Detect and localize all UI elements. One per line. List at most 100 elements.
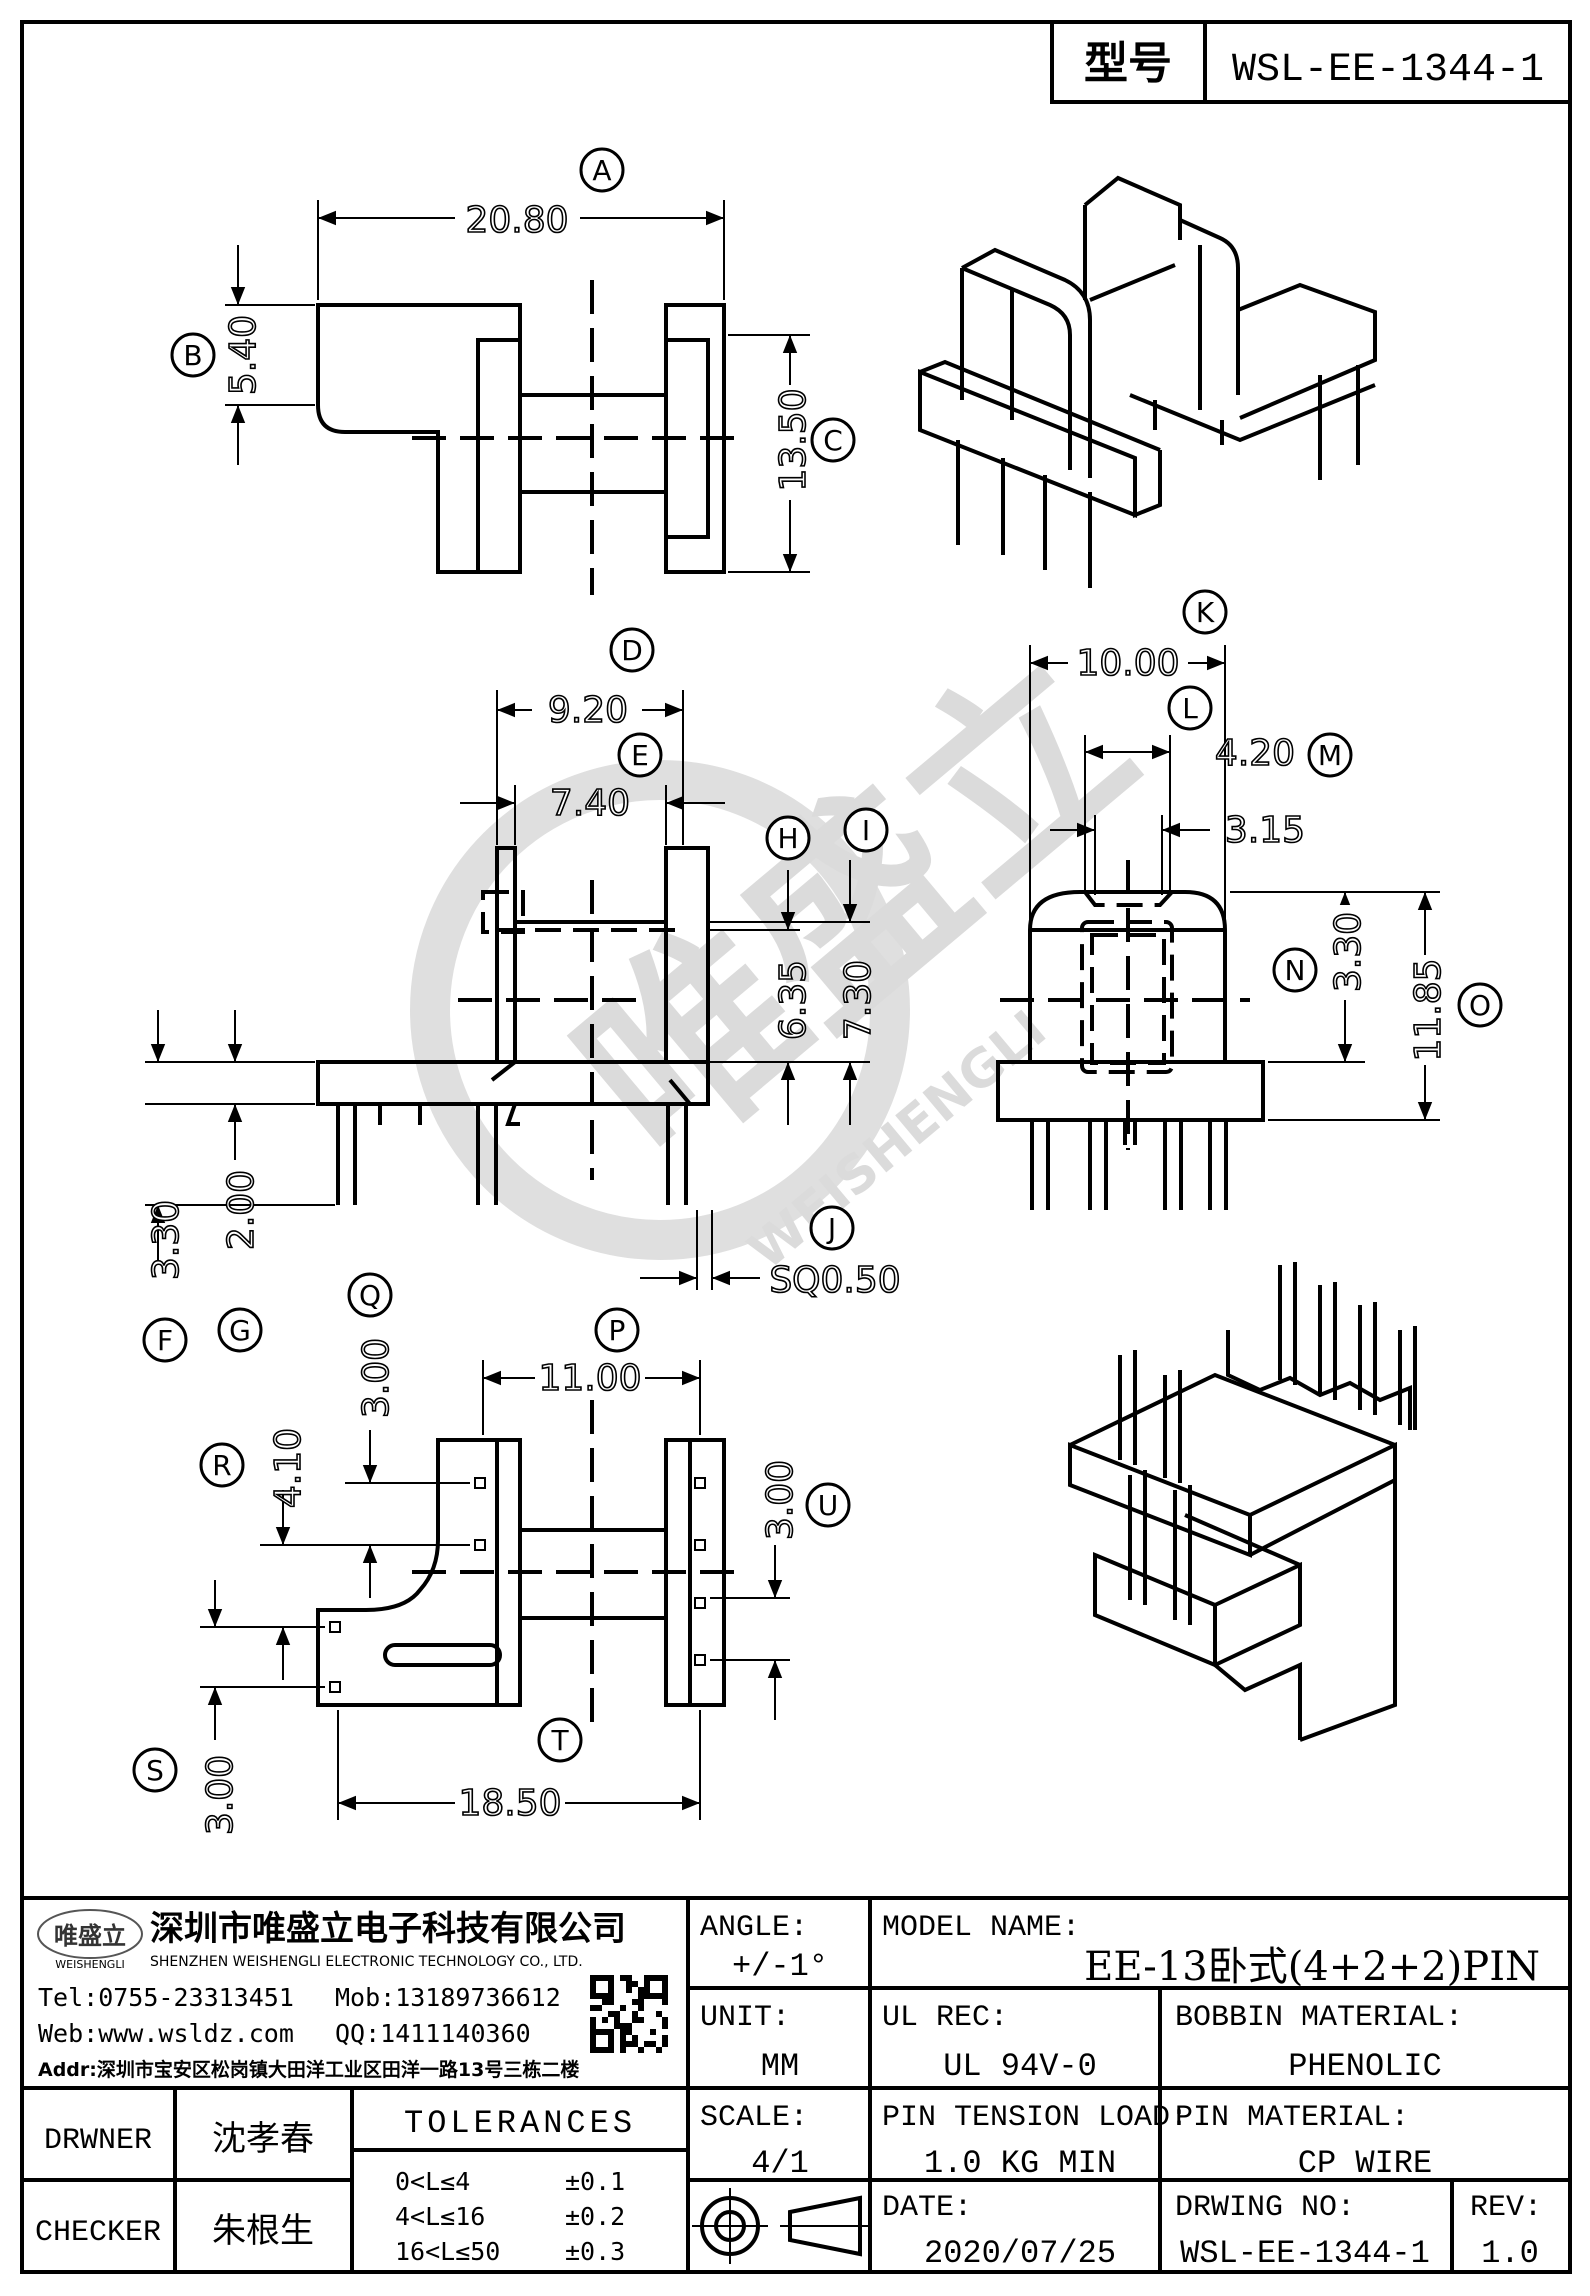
qr-code [587,1972,671,2056]
side-view: 10.00 4.20 3.15 3.30 11.85 [996,641,1450,1210]
qr-module [662,2017,668,2023]
qr-module [662,1999,668,2005]
qr-module [590,2023,596,2029]
callout-circle-f [142,1317,188,1363]
callout-label-d: D [621,634,643,667]
bobbin-material-label: BOBBIN MATERIAL: [1175,2001,1463,2035]
tol-row-3-tol: ±0.3 [565,2237,625,2266]
qr-module [626,2023,632,2029]
model-header: 型号 WSL-EE-1344-1 [1050,20,1572,104]
ul-rec-label: UL REC: [882,2001,1008,2035]
tol-row-1-tol: ±0.1 [565,2167,625,2196]
callout-label-m: M [1318,739,1342,772]
pin-tension-label: PIN TENSION LOAD: [882,2101,1188,2135]
callout-circle-h [765,815,811,861]
iso-view-bottom [1068,1262,1417,1742]
callout-label-l: L [1182,692,1198,725]
qr-module [620,2023,626,2029]
company-qq: QQ:1411140360 [335,2019,531,2048]
qr-module [620,1975,626,1981]
dim-front-h: 6.35 [773,960,814,1040]
dim-side-n: 3.30 [1328,912,1369,992]
qr-module [650,2041,656,2047]
qr-module [662,2035,668,2041]
projection-symbol [692,2188,868,2264]
qr-module [638,1993,644,1999]
scale-label: SCALE: [700,2101,808,2135]
tol-row-2-tol: ±0.2 [565,2202,625,2231]
qr-module [620,2035,626,2041]
qr-module [638,2047,644,2053]
dim-front-f: 3.30 [146,1200,187,1280]
qr-module [644,2041,650,2047]
logo-subtext: WEISHENGLI [55,1958,124,1971]
dim-front-d: 9.20 [548,690,628,731]
iso-view-top [918,175,1377,588]
dim-top-c: 13.50 [773,388,814,491]
dim-front-g: 2.00 [221,1170,262,1250]
model-header-label: 型号 [1084,38,1172,89]
dim-front-j: SQ0.50 [769,1260,900,1301]
model-name-label: MODEL NAME: [882,1911,1080,1945]
callout-circle-g [217,1307,263,1353]
bobbin-material-value: PHENOLIC [1288,2048,1442,2085]
drawing-border [20,20,1572,2274]
callout-label-q: Q [359,1279,381,1312]
ul-rec-value: UL 94V-0 [943,2048,1097,2085]
unit-label: UNIT: [700,2001,790,2035]
qr-module [662,2023,668,2029]
dim-bottom-s: 3.00 [200,1755,241,1835]
company-web: Web:www.wsldz.com [38,2019,294,2048]
pin-material-label: PIN MATERIAL: [1175,2101,1409,2135]
tolerances-label: TOLERANCES [404,2105,636,2142]
qr-module [632,1999,638,2005]
qr-module [626,2041,632,2047]
qr-module [626,1987,632,1993]
qr-module [632,1981,638,1987]
qr-module [620,2029,626,2035]
callout-label-f: F [157,1324,173,1357]
bottom-view: 11.00 3.00 4.10 3.00 3.00 18.50 [199,1337,802,1836]
callout-label-h: H [777,822,798,855]
callout-circle-c [810,417,856,463]
callout-label-a: A [592,154,611,187]
qr-module [638,1987,644,1993]
qr-module [626,1975,632,1981]
callout-circle-d [609,627,655,673]
dim-side-o: 11.85 [1408,958,1449,1061]
company-name-en: SHENZHEN WEISHENGLI ELECTRONIC TECHNOLOG… [150,1954,583,1970]
callout-circle-l [1167,685,1213,731]
dim-top-b: 5.40 [223,315,264,395]
qr-module [638,2005,644,2011]
callout-label-g: G [229,1314,251,1347]
tol-row-1-range: 0<L≤4 [395,2167,470,2196]
qr-module [602,2017,608,2023]
qr-module [590,2005,596,2011]
date-value: 2020/07/25 [924,2235,1116,2272]
tol-row-2-range: 4<L≤16 [395,2202,485,2231]
qr-module [614,2017,620,2023]
dim-front-e: 7.40 [550,783,630,824]
callout-circle-i [843,807,889,853]
dim-top-width: 20.80 [465,200,568,241]
company-address: Addr:深圳市宝安区松岗镇大田洋工业区田洋一路13号三栋二楼 [38,2058,579,2081]
callout-circle-n [1272,947,1318,993]
dim-bottom-p: 11.00 [538,1358,641,1399]
company-name-cn: 深圳市唯盛立电子科技有限公司 [150,1909,626,1949]
checker-label: CHECKER [35,2216,161,2250]
callout-circle-t [537,1717,583,1763]
drawing-no-label: DRWING NO: [1175,2191,1355,2225]
qr-module [590,2017,596,2023]
qr-module [632,2035,638,2041]
qr-module [632,2017,638,2023]
qr-module [620,2005,626,2011]
callout-label-k: K [1196,596,1215,629]
dim-bottom-r: 4.10 [268,1428,309,1508]
callout-circle-o [1457,982,1503,1028]
pin-material-value: CP WIRE [1298,2145,1432,2182]
callout-circle-e [617,732,663,778]
qr-module [596,2035,608,2047]
qr-module [626,2029,632,2035]
title-block: 唯盛立 WEISHENGLI 深圳市唯盛立电子科技有限公司 SHENZHEN W… [22,1896,1570,2272]
